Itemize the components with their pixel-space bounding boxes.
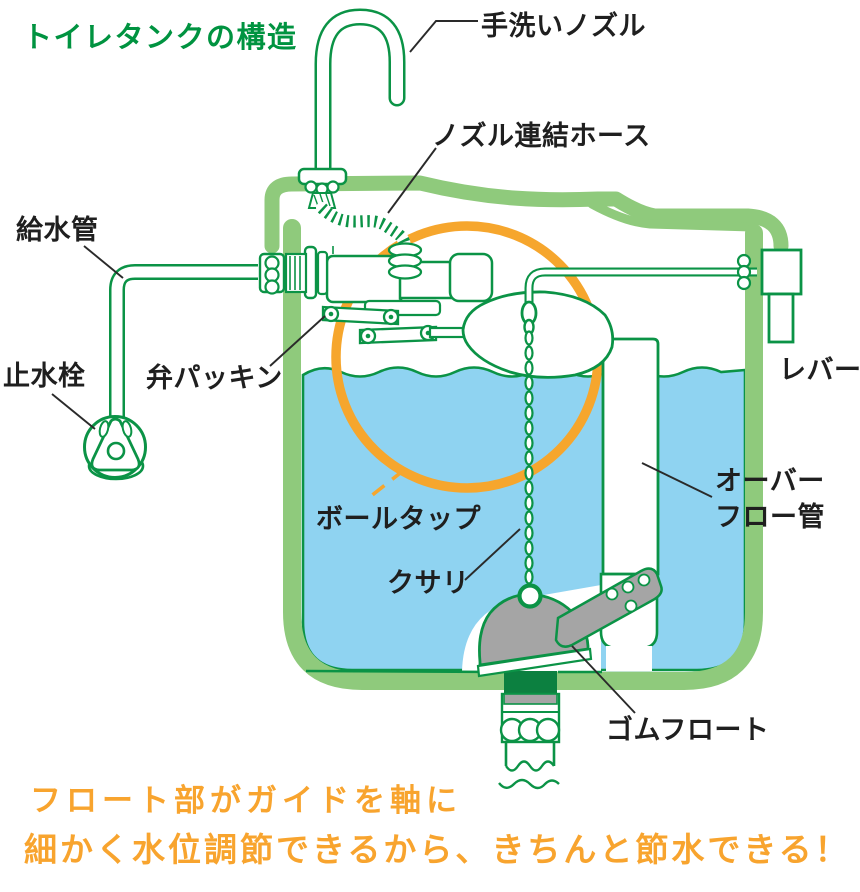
label-chain: クサリ [387, 568, 470, 598]
leader-lines [51, 20, 713, 714]
float-guide-arm [554, 567, 663, 648]
nozzle-hose [316, 202, 411, 252]
flush-chain [517, 330, 543, 609]
label-supply-pipe: 給水管 [16, 215, 99, 245]
flush-lever [520, 248, 803, 344]
stop-valve [83, 415, 147, 481]
supply-pipe [109, 252, 308, 422]
label-overflow-pipe: オーバー フロー管 [715, 463, 825, 536]
label-nozzle-hose: ノズル連結ホース [432, 121, 651, 151]
label-lever: レバー [779, 355, 860, 385]
label-ball-tap: ボールタップ [316, 504, 481, 534]
page-title: トイレタンクの構造 [23, 22, 298, 54]
caption-line1: フロート部がガイドを軸に [30, 783, 462, 818]
label-valve-packing: 弁パッキン [146, 363, 283, 393]
label-overflow-pipe-line2: フロー管 [715, 502, 825, 533]
float-ball [461, 290, 615, 379]
caption-line2: 細かく水位調節できるから、きちんと節水できる！ [24, 831, 851, 868]
label-hand-wash-nozzle: 手洗いノズル [481, 11, 646, 41]
hand-wash-nozzle [297, 8, 406, 209]
label-rubber-float: ゴムフロート [606, 715, 770, 745]
drain-outlet [498, 671, 561, 790]
label-stop-valve: 止水栓 [3, 361, 86, 391]
overflow-pipe [601, 337, 660, 576]
label-overflow-pipe-line1: オーバー [715, 466, 825, 496]
